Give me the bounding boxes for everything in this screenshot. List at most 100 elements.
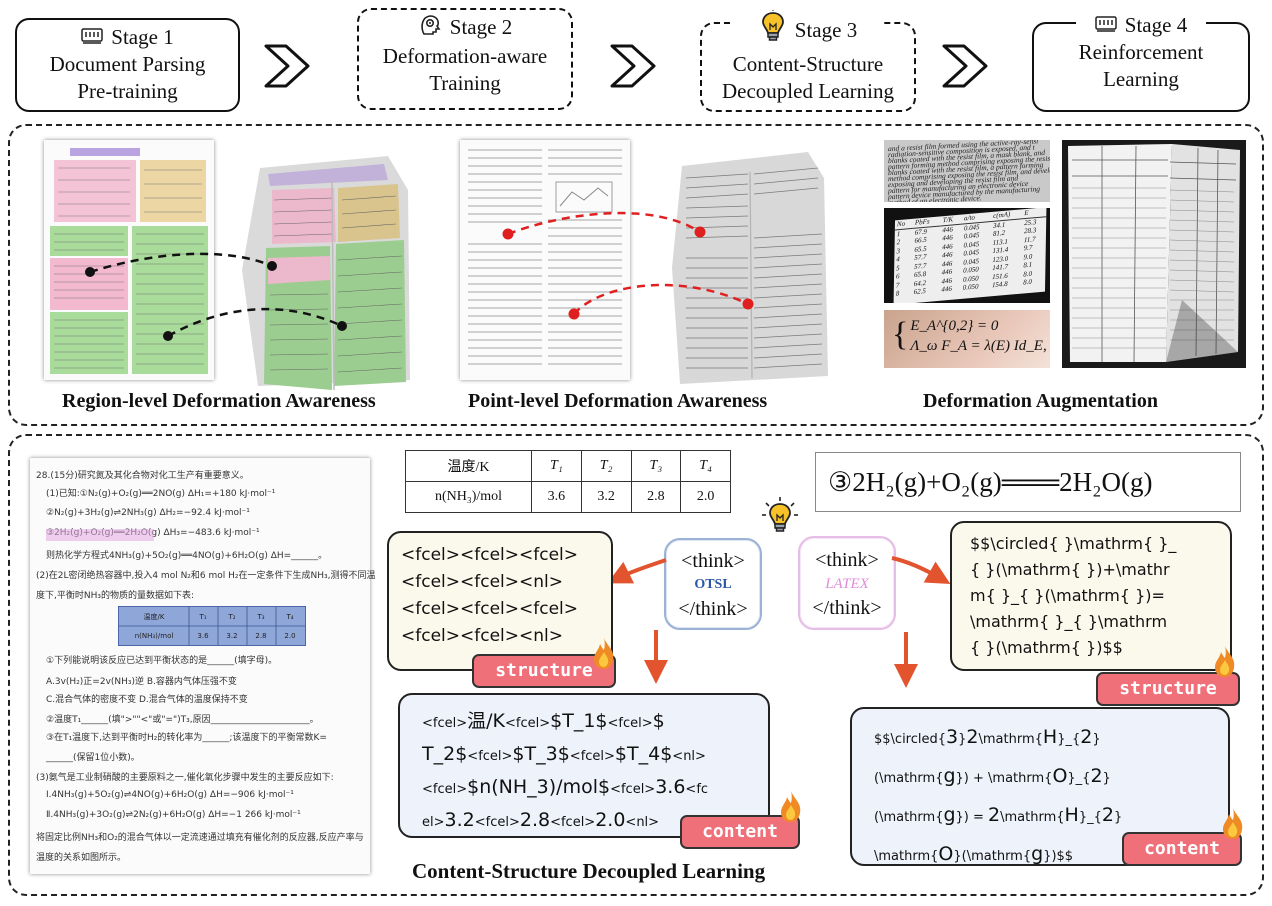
exam-line: ①下列能说明该反应已达到平衡状态的是______(填字母)。 [46, 656, 278, 666]
stage-1-box: Stage 1 Document Parsing Pre-training [15, 18, 240, 112]
content-token: 2 [1090, 765, 1103, 787]
latex-structure-line: m{ }_{ }(\mathrm{ })= [970, 586, 1165, 605]
content-tag: content [680, 815, 800, 849]
aug-text-photo: and a resist film formed using the activ… [884, 140, 1050, 202]
exam-line: (2)在2L密闭绝热容器中,投入4 mol N₂和6 mol H₂在一定条件下生… [36, 571, 376, 581]
structure-token: <fcel> [569, 749, 615, 764]
exam-line: 则热化学方程式4NH₃(g)+5O₂(g)══4NO(g)+6H₂O(g) ΔH… [46, 551, 328, 561]
otsl-content-line: <fcel>$n(NH_3)/mol$<fcel>3.6<fc [422, 772, 768, 805]
latex-content-line: $$\circled{3}2\mathrm{H}_{2} [874, 719, 1228, 758]
structure-token: <fcel> [474, 815, 520, 830]
otsl-content-box: <fcel>温/K<fcel>$T_1$<fcel>$T_2$<fcel>$T_… [398, 693, 770, 838]
structure-token: <fcel> [505, 716, 551, 731]
aug-formula-photo: { E_A^{0,2} = 0 Λ_ω F_A = λ(E) Id_E, [884, 310, 1050, 368]
aug-receipt-photo [1062, 140, 1246, 368]
structure-token: }_{ [1057, 732, 1081, 747]
chevron-right-icon [264, 44, 310, 88]
latex-structure-line: $$\circled{ }\mathrm{ }_ [970, 534, 1177, 553]
otsl-structure-line: <fcel><fcel><nl> [401, 626, 563, 646]
content-token: $T_1$ [550, 710, 608, 732]
think-open: <think> [681, 550, 745, 572]
content-token: g [943, 804, 956, 826]
svg-text:3.2: 3.2 [226, 632, 237, 640]
content-token: $ [652, 710, 665, 732]
chip-icon [1095, 12, 1117, 39]
structure-token: <nl> [672, 749, 706, 764]
deformation-panel [8, 124, 1264, 426]
content-tag: content [1122, 832, 1242, 866]
table-cell: 3.6 [531, 481, 582, 513]
chevron-right-icon [610, 44, 656, 88]
aug-table-cell: 0.050 [962, 282, 979, 292]
structure-token: } [958, 732, 967, 747]
lightbulb-icon [759, 10, 787, 51]
aug-table-cell: 62.5 [913, 286, 926, 297]
think-close: </think> [678, 598, 748, 620]
exam-line: 28.(15分)研究氮及其化合物对化工生产有重要意义。 [36, 471, 249, 481]
stage-4-line-2: Learning [1103, 67, 1179, 91]
exam-line: C.混合气体的密度不变 D.混合气体的温度保持不变 [46, 695, 248, 705]
latex-structure-line: \mathrm{ }_{ }\mathrm [970, 612, 1168, 631]
content-token: 3 [946, 726, 959, 748]
exam-line: (3)氨气是工业制硝酸的主要原料之一,催化氧化步骤中发生的主要反应如下: [36, 773, 334, 783]
exam-line: 度下,平衡时NH₃的物质的量数据如下表: [36, 591, 195, 601]
stage-3-box: Stage 3 Content-Structure Decoupled Lear… [700, 10, 916, 112]
structure-token: <fcel> [422, 716, 468, 731]
region-correspondence-arrows [85, 252, 347, 341]
structure-token: <fcel> [610, 782, 656, 797]
structure-tag: structure [472, 654, 616, 688]
exam-line: ②温度T₁______(填">""<"或"=")T₃,原因___________… [46, 715, 319, 725]
flame-icon [1223, 808, 1243, 839]
svg-text:3.6: 3.6 [197, 632, 209, 640]
content-token: T_2$ [422, 743, 468, 765]
table-header-cell: T₂ [580, 450, 632, 482]
aug-table-cell: 446 [941, 284, 952, 294]
content-token: 2 [988, 804, 1001, 826]
stage-4-box: Stage 4 Reinforcement Learning [1032, 12, 1250, 112]
think-close: </think> [812, 597, 882, 619]
structure-token: } [1113, 810, 1123, 825]
chevron-right-icon [942, 44, 988, 88]
aug-formula-line-2: Λ_ω F_A = λ(E) Id_E, [910, 338, 1047, 354]
chip-icon [81, 24, 104, 51]
content-token: 2.0 [595, 809, 626, 831]
exam-line: ______(保留1位小数)。 [46, 753, 140, 763]
stage-2-label: Stage 2 [449, 15, 513, 39]
content-token: $T_3$ [512, 743, 570, 765]
exam-line: A.3v(H₂)正=2v(NH₃)逆 B.容器内气体压强不变 [46, 677, 237, 687]
exam-line: Ⅰ.4NH₃(g)+5O₂(g)⇌4NO(g)+6H₂O(g) ΔH=−906 … [46, 790, 294, 800]
structure-token: (\mathrm{ [874, 810, 944, 825]
svg-text:T₂: T₂ [227, 613, 235, 621]
structure-token: }_{ [1078, 810, 1102, 825]
flame-icon [594, 638, 614, 669]
stage-4-line-1: Reinforcement [1078, 40, 1204, 64]
otsl-content-line: <fcel>温/K<fcel>$T_1$<fcel>$ [422, 706, 768, 739]
structure-token: }(\mathrm{ [953, 849, 1032, 864]
content-token: g [943, 765, 956, 787]
svg-text:T₃: T₃ [256, 613, 264, 621]
structure-token: <fcel> [422, 782, 468, 797]
exam-line: 温度的关系如图所示。 [36, 853, 127, 863]
content-token: 3.6 [655, 776, 686, 798]
stage-2-box: Stage 2 Deformation-aware Training [357, 8, 573, 110]
region-flat-document [44, 140, 214, 380]
table-header-cell: 温度/K [405, 450, 532, 482]
table-header-cell: T₄ [680, 450, 731, 482]
stage-1-line-1: Document Parsing [49, 52, 206, 76]
structure-token: \mathrm{ [1000, 810, 1065, 825]
caption-point-level: Point-level Deformation Awareness [468, 390, 768, 412]
table-header-cell: T₁ [531, 450, 582, 482]
svg-text:T₁: T₁ [198, 613, 206, 621]
stage-2-line-2: Training [429, 71, 501, 95]
structure-token: (\mathrm{ [874, 771, 944, 786]
stage-3-line-1: Content-Structure [732, 52, 884, 76]
structure-token: }_{ [1067, 771, 1091, 786]
lightbulb-icon [762, 497, 798, 532]
equation-text: ③2H₂(g)+O₂(g)═══2H₂O(g) [828, 467, 1153, 497]
structure-token: el> [422, 815, 445, 830]
table-cell: 3.2 [580, 481, 632, 513]
think-latex-name: LATEX [825, 576, 869, 592]
table-cell: 2.8 [630, 481, 682, 513]
